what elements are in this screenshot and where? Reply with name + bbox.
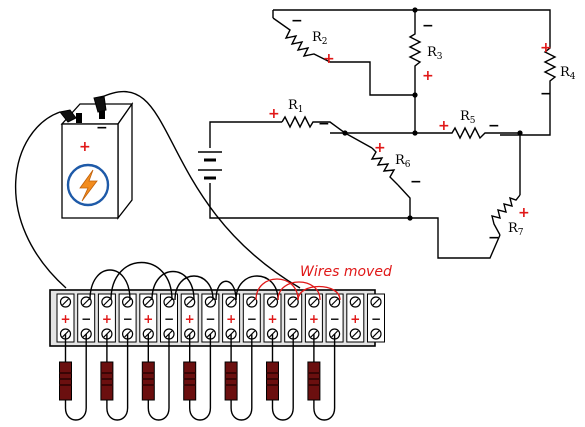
hanging-resistor-1 bbox=[59, 334, 87, 421]
terminal-16: − bbox=[367, 293, 385, 343]
moved-wires bbox=[255, 278, 341, 301]
r5-plus: + bbox=[438, 118, 450, 134]
terminal-13-polarity: + bbox=[309, 312, 319, 326]
resistor-r3 bbox=[408, 30, 422, 70]
terminal-1: + bbox=[56, 293, 75, 343]
wire-r6 bbox=[344, 132, 411, 218]
terminal-13: + bbox=[304, 293, 323, 343]
terminal-3: + bbox=[97, 293, 116, 343]
wire-r1 bbox=[275, 121, 346, 134]
terminal-3-polarity: + bbox=[102, 312, 112, 326]
terminal-4-polarity: − bbox=[123, 312, 133, 326]
resistor-r6 bbox=[370, 147, 399, 186]
terminal-10-polarity: − bbox=[247, 312, 257, 326]
terminal-5-polarity: + bbox=[143, 312, 153, 326]
terminal-2-polarity: − bbox=[81, 312, 91, 326]
terminal-14-polarity: − bbox=[330, 312, 340, 326]
resistor-r1 bbox=[281, 115, 316, 129]
terminal-5: + bbox=[139, 293, 158, 343]
wire-top-rail bbox=[273, 9, 551, 40]
hanging-resistor-3 bbox=[141, 334, 170, 421]
terminal-16-polarity: − bbox=[371, 312, 381, 326]
battery-minus-mark: − bbox=[96, 120, 108, 136]
terminal-9-polarity: + bbox=[226, 312, 236, 326]
wire-r7 bbox=[410, 133, 521, 259]
terminal-14: − bbox=[325, 293, 344, 343]
r1-minus: − bbox=[318, 116, 330, 132]
r5-minus: − bbox=[488, 118, 500, 134]
schematic: R1 + − R2 − + R3 − + R4 + − R5 + − R6 + … bbox=[198, 7, 576, 259]
r1-label: R1 bbox=[288, 98, 304, 115]
battery-pictorial: + − bbox=[59, 95, 134, 220]
terminal-7: + bbox=[180, 293, 199, 343]
terminal-8-polarity: − bbox=[205, 312, 215, 326]
r6-label: R6 bbox=[395, 153, 411, 170]
r7-label: R7 bbox=[508, 221, 524, 238]
terminal-1-polarity: + bbox=[60, 312, 70, 326]
schematic-battery-symbol bbox=[198, 151, 222, 180]
r4-plus: + bbox=[540, 40, 552, 56]
battery-plus-mark: + bbox=[79, 139, 91, 155]
resistor-r5 bbox=[448, 126, 490, 140]
terminal-11-polarity: + bbox=[267, 312, 277, 326]
r7-minus: − bbox=[488, 230, 500, 246]
resistor-r4 bbox=[543, 40, 557, 85]
terminal-15: + bbox=[346, 293, 365, 343]
wires-moved-annotation: Wires moved bbox=[300, 264, 392, 280]
wire-r2-right bbox=[330, 61, 415, 96]
resistor-r2 bbox=[272, 17, 331, 63]
jumper-wires bbox=[89, 262, 279, 301]
r3-label: R3 bbox=[427, 45, 443, 62]
battery-lead-negative bbox=[99, 91, 301, 289]
r6-minus: − bbox=[410, 174, 422, 190]
r7-plus: + bbox=[518, 205, 530, 221]
r5-label: R5 bbox=[460, 109, 476, 126]
terminal-12-polarity: − bbox=[288, 312, 298, 326]
terminal-15-polarity: + bbox=[350, 312, 360, 326]
hanging-resistor-5 bbox=[224, 334, 253, 421]
r6-plus: + bbox=[374, 140, 386, 156]
lightning-bolt-icon bbox=[79, 169, 98, 202]
resistor-r7 bbox=[491, 194, 521, 236]
wire-r4 bbox=[500, 85, 551, 136]
hanging-resistors bbox=[59, 334, 336, 421]
terminal-6: − bbox=[160, 293, 178, 343]
r1-plus: + bbox=[268, 106, 280, 122]
junction-dots bbox=[342, 7, 523, 221]
r2-plus: + bbox=[323, 51, 335, 67]
hanging-resistor-2 bbox=[100, 334, 129, 421]
r4-label: R4 bbox=[560, 65, 576, 82]
hanging-resistor-6 bbox=[266, 334, 294, 421]
terminal-7-polarity: + bbox=[185, 312, 195, 326]
r4-minus: − bbox=[540, 86, 552, 102]
terminal-6-polarity: − bbox=[164, 312, 174, 326]
wire-battery-loop bbox=[209, 121, 410, 219]
r3-plus: + bbox=[422, 68, 434, 84]
battery-lead-positive bbox=[15, 111, 67, 289]
hanging-resistor-7 bbox=[307, 334, 336, 421]
hanging-resistor-4 bbox=[183, 334, 212, 421]
r2-minus: − bbox=[291, 13, 303, 29]
r2-label: R2 bbox=[312, 30, 328, 47]
r3-minus: − bbox=[422, 18, 434, 34]
